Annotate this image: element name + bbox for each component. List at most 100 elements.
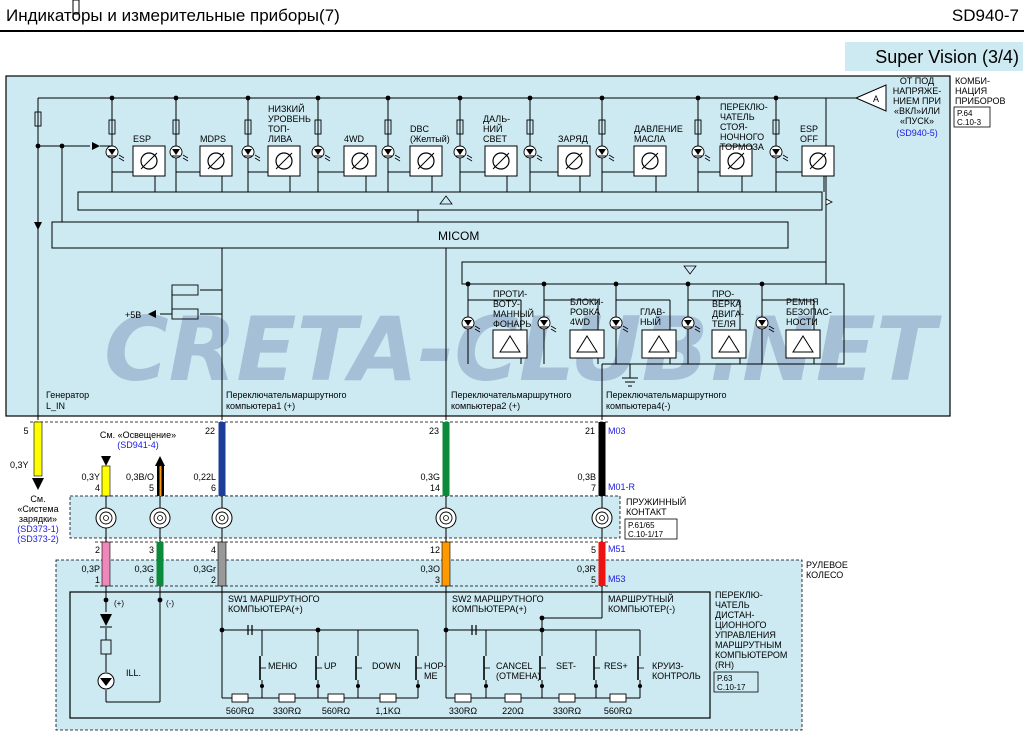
led-icon <box>394 154 401 159</box>
led-icon <box>172 149 180 155</box>
label-4wd: 4WD <box>344 134 365 144</box>
pin-number: 5 <box>591 575 596 585</box>
highbeam-lamp-icon <box>492 152 510 170</box>
ground-icon <box>622 364 638 387</box>
label-belt: РЕМНЯ <box>786 297 819 307</box>
junction-dot <box>484 684 488 688</box>
led-icon <box>608 154 615 159</box>
led-icon <box>526 149 534 155</box>
label-belt: НОСТИ <box>786 317 818 327</box>
button-cancel[interactable]: CANCEL <box>496 661 533 671</box>
lighting-note: См. «Освещение» (SD941-4) <box>100 430 176 466</box>
arrow-icon <box>155 456 165 466</box>
button-down[interactable]: DOWN <box>372 661 401 671</box>
pin-number: 6 <box>149 575 154 585</box>
clockspring-coil-icon <box>439 511 453 525</box>
led-icon <box>768 328 775 333</box>
power-source-symbol: A <box>873 94 879 104</box>
pin-label-generator: Генератор <box>46 390 89 400</box>
arrow-icon <box>101 456 111 466</box>
sw1-label: КОМПЬЮТЕРА(+) <box>228 604 303 614</box>
pin-number: 4 <box>95 483 100 493</box>
button-up[interactable]: UP <box>324 661 337 671</box>
led-icon <box>694 325 701 330</box>
charging-ref-link[interactable]: (SD373-2) <box>17 534 59 544</box>
resistor-symbol <box>314 119 322 135</box>
pin-label-cruise4: компьютера4(-) <box>606 401 670 411</box>
master-warning-lamp-icon <box>648 335 670 353</box>
button-res[interactable]: RES+ <box>604 661 628 671</box>
led-icon <box>536 154 543 159</box>
wire-label: 0,3Y <box>81 472 100 482</box>
power-ref-link[interactable]: (SD940-5) <box>896 128 938 138</box>
lighting-minus-wire-stripe <box>159 466 162 496</box>
junction-dot <box>685 281 691 287</box>
clockspring-coil-icon <box>443 515 449 521</box>
label-engine: ВЕРКА <box>712 299 741 309</box>
clockspring-coil-icon <box>599 515 605 521</box>
resistor-symbol <box>231 693 249 703</box>
clockspring-coil-icon <box>149 507 171 529</box>
lighting-plus-wire <box>101 465 111 497</box>
led-icon <box>254 154 261 159</box>
power-source: A ОТ ПОД НАПРЯЖЕ- НИЕМ ПРИ «ВКЛ»ИЛИ «ПУС… <box>854 76 941 138</box>
resistor-symbol <box>526 119 534 135</box>
led-icon <box>684 320 692 326</box>
junction-dot <box>759 281 765 287</box>
sw2-wire <box>441 541 451 587</box>
sw2-label: КОМПЬЮТЕРА(+) <box>452 604 527 614</box>
label-charge: ЗАРЯД <box>558 134 588 144</box>
led-icon <box>772 149 780 155</box>
esp-lamp-icon <box>140 152 158 170</box>
power-note-line: ОТ ПОД <box>900 76 934 86</box>
button-cruise[interactable]: КРУИЗ- <box>652 661 684 671</box>
pin-number: 12 <box>430 545 440 555</box>
button-home[interactable]: HOP- <box>424 661 447 671</box>
lighting-note-line: См. «Освещение» <box>100 430 176 440</box>
dbc-lamp-icon <box>409 145 443 177</box>
led-icon <box>768 325 775 330</box>
button-cancel[interactable]: (ОТМЕНА) <box>496 671 541 681</box>
button-cruise[interactable]: КОНТРОЛЬ <box>652 671 701 681</box>
button-menu[interactable]: МЕНЮ <box>268 661 297 671</box>
label-esp: ESP <box>133 134 151 144</box>
clockspring-coil-icon <box>95 507 117 529</box>
4wd-lamp-icon <box>351 152 369 170</box>
label-lock4wd: 4WD <box>570 317 591 327</box>
cluster-ref-box <box>953 106 991 128</box>
resistor-value: 560RΩ <box>322 706 351 716</box>
cluster-ref: C.10-3 <box>957 118 982 127</box>
button-set[interactable]: SET- <box>556 661 576 671</box>
pin-label-cruise1: компьютера1 (+) <box>226 401 295 411</box>
label-lock4wd: БЛОКИ- <box>570 297 604 307</box>
pin-label-cruise1: Переключательмаршрутного <box>226 390 347 400</box>
junction-dot <box>315 95 321 101</box>
cluster-pin-labels: Генератор L_IN Переключательмаршрутного … <box>46 390 727 411</box>
power-note-line: «ПУСК» <box>900 116 934 126</box>
master-warning-lamp-icon <box>641 329 677 359</box>
lighting-ref-link[interactable]: (SD941-4) <box>117 440 159 450</box>
clockspring-ref: C.10-1/17 <box>628 530 664 539</box>
resistor-value: 330RΩ <box>449 706 478 716</box>
wire-label: 0,3G <box>420 472 440 482</box>
fuel-lamp-icon <box>275 152 293 170</box>
pin-number: 6 <box>211 483 216 493</box>
led-icon <box>108 149 116 155</box>
oil-lamp-icon <box>641 152 659 170</box>
swm-label: КОМПЬЮТЕР(-) <box>608 604 675 614</box>
fog-lamp-icon <box>499 335 521 353</box>
led-icon <box>550 325 557 330</box>
page-code: SD940-7 <box>952 6 1019 25</box>
label-dbc: (Желтый) <box>410 134 450 144</box>
button-home[interactable]: ME <box>424 671 438 681</box>
oil-lamp-icon <box>641 152 659 170</box>
charging-ref-link[interactable]: (SD373-1) <box>17 524 59 534</box>
switch-note-line: УПРАВЛЕНИЯ <box>715 630 776 640</box>
page-title: Индикаторы и измерительные приборы(7) <box>6 6 340 25</box>
led-icon <box>550 328 557 333</box>
led-icon <box>394 157 401 162</box>
resistor-value: 330RΩ <box>553 706 582 716</box>
header: Индикаторы и измерительные приборы(7) SD… <box>0 6 1024 71</box>
led-icon <box>598 149 606 155</box>
